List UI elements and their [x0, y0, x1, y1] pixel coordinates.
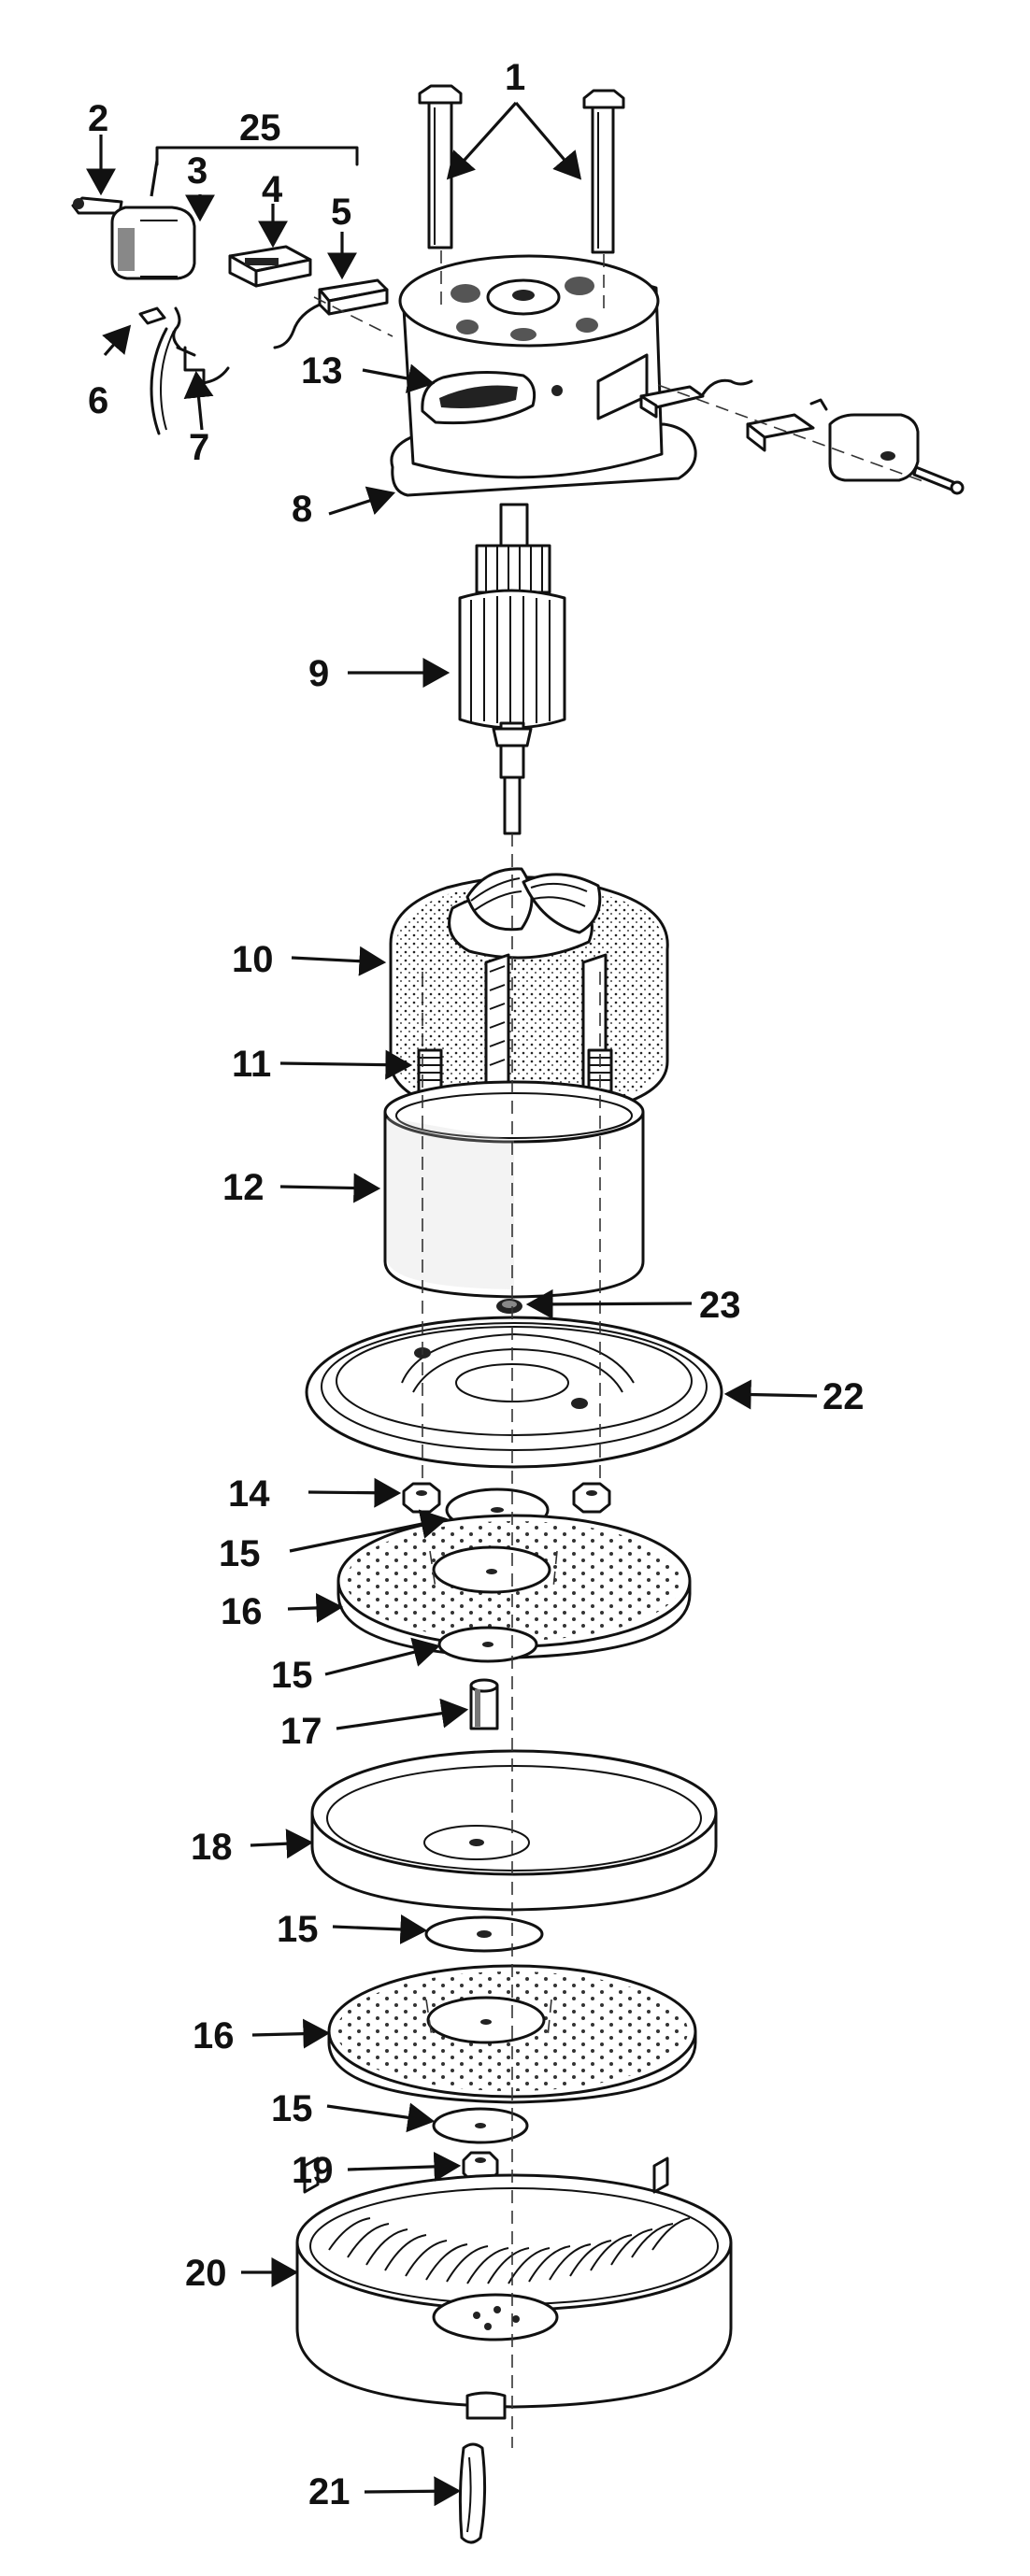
motor-bracket-plate	[305, 1316, 723, 1469]
drain-tube	[458, 2442, 487, 2544]
callout-23: 23	[699, 1285, 741, 1326]
callout-14: 14	[228, 1473, 270, 1515]
motor-shell	[383, 1080, 645, 1299]
baffle-plate	[310, 1749, 718, 1912]
callout-15-b: 15	[271, 1655, 313, 1696]
fan-nut	[462, 2151, 499, 2183]
callout-20: 20	[185, 2253, 227, 2294]
callout-13: 13	[301, 350, 343, 391]
end-bell-bracket	[390, 254, 697, 497]
carbon-brush	[273, 278, 389, 349]
callout-19: 19	[292, 2150, 334, 2191]
shaft-sleeve	[469, 1678, 499, 1730]
assembly-axis-lines	[313, 250, 926, 2448]
callout-25: 25	[239, 107, 281, 149]
shaft-washer	[496, 1299, 522, 1314]
through-bolt-left	[418, 84, 463, 249]
fan-upper	[336, 1514, 692, 1659]
callout-17: 17	[280, 1711, 322, 1752]
callout-2: 2	[88, 98, 108, 139]
callout-6: 6	[88, 380, 108, 421]
brush-assembly-right	[639, 378, 965, 495]
callout-22: 22	[823, 1376, 865, 1417]
callout-labels: 1 2 25 3 4 5 6 7 13 8 9 10 11 12 23 22 1…	[88, 57, 865, 2512]
fan-housing	[295, 2156, 733, 2420]
brush-holder	[228, 245, 312, 288]
nut-right	[572, 1482, 611, 1514]
callout-11: 11	[232, 1044, 271, 1085]
armature	[458, 503, 566, 835]
spacer-washer-4	[432, 2107, 529, 2144]
callout-9: 9	[308, 653, 329, 694]
callout-7: 7	[189, 427, 209, 468]
spacer-washer-2	[437, 1626, 538, 1663]
callout-16-a: 16	[221, 1591, 263, 1632]
callout-15-a: 15	[219, 1533, 261, 1574]
brush-holder-cap	[110, 206, 196, 280]
callout-8: 8	[292, 489, 312, 530]
spacer-washer-3	[424, 1915, 544, 1953]
leader-arrows	[86, 101, 818, 2507]
callout-16-b: 16	[193, 2015, 235, 2057]
callout-15-c: 15	[277, 1909, 319, 1950]
callout-3: 3	[187, 150, 207, 192]
nut-left	[402, 1482, 441, 1514]
callout-18: 18	[191, 1827, 233, 1868]
through-bolt-right	[582, 89, 625, 254]
brush-cap-screw	[71, 196, 123, 215]
callout-10: 10	[232, 939, 274, 980]
callout-1: 1	[505, 57, 525, 98]
callout-5: 5	[331, 192, 351, 233]
callout-21: 21	[308, 2471, 350, 2512]
brush-clip	[138, 306, 166, 325]
callout-4: 4	[262, 169, 283, 210]
brush-lead-wire	[150, 327, 175, 435]
callout-12: 12	[222, 1167, 265, 1208]
callout-15-d: 15	[271, 2088, 313, 2129]
